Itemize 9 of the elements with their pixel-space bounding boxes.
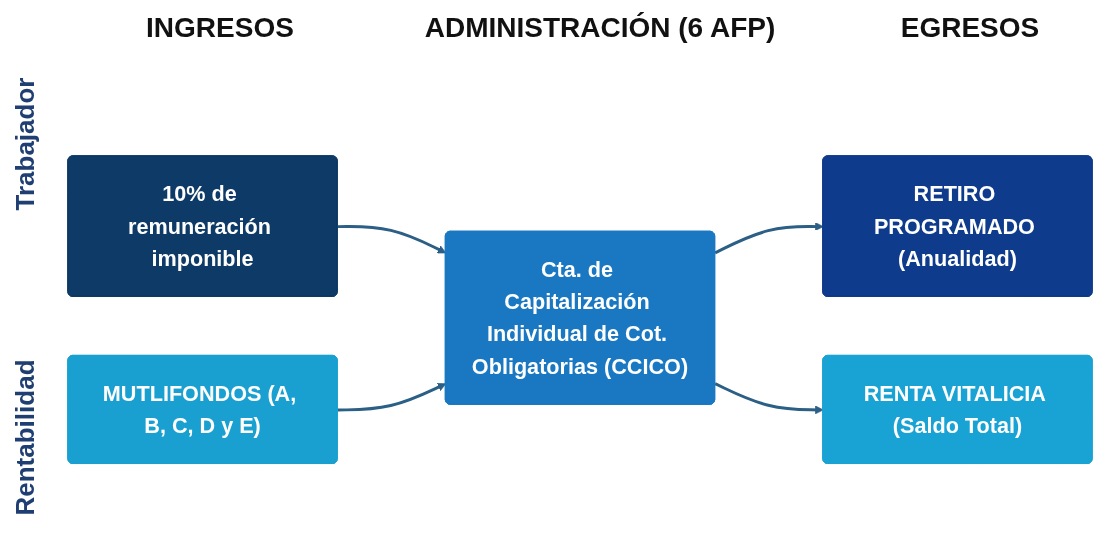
- arrow: [714, 382, 824, 415]
- arrow: [714, 222, 824, 255]
- row-heading: Trabajador: [9, 80, 41, 211]
- column-heading: EGRESOS: [899, 12, 1041, 44]
- column-heading: ADMINISTRACIÓN (6 AFP): [423, 12, 777, 44]
- arrow: [337, 383, 447, 412]
- arrow: [337, 225, 447, 254]
- row-heading: Rentabilidad: [9, 358, 41, 516]
- column-heading: INGRESOS: [145, 12, 295, 44]
